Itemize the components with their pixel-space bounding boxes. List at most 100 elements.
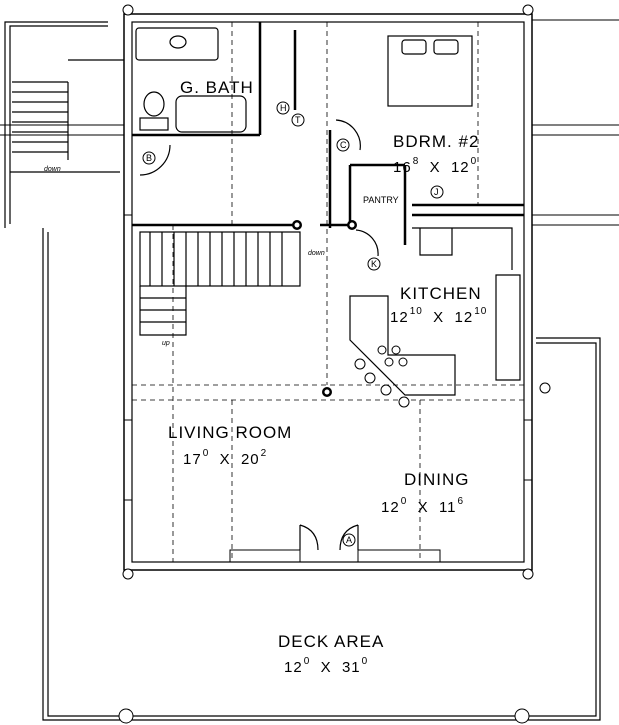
- dim-depth-in: 6: [457, 496, 465, 507]
- landing-outline: [4, 21, 108, 228]
- tag-j-circle: [430, 185, 444, 199]
- beam-lines: [132, 22, 524, 562]
- bed: [387, 35, 473, 107]
- log-post: [122, 4, 134, 16]
- deck-post: [539, 382, 551, 394]
- bath-door-swing: [139, 144, 171, 176]
- deck-outline-inner: [42, 228, 601, 721]
- sink-bowl: [169, 35, 187, 49]
- pantry-label: PANTRY: [363, 195, 399, 205]
- tag-a-circle: [342, 533, 356, 547]
- dim-depth-ft: 20: [240, 451, 260, 468]
- dim-width-ft: 12: [381, 499, 400, 516]
- pillow-left: [401, 39, 427, 55]
- stool: [380, 384, 392, 396]
- post-outer: [323, 388, 331, 396]
- dim-width-ft: 12: [390, 309, 409, 326]
- log-ends-left: [0, 124, 132, 216]
- kitchen-counter: [412, 227, 513, 270]
- tag-c-circle: [336, 138, 350, 152]
- dim-width-ft: 17: [183, 451, 202, 468]
- log-post: [122, 568, 134, 580]
- pantry-door-swing: [355, 229, 379, 257]
- dim-sep: X: [433, 309, 445, 326]
- dim-width-in: 8: [412, 156, 420, 167]
- bathtub: [175, 95, 247, 133]
- dim-depth-in: 2: [260, 448, 268, 459]
- dim-depth-ft: 12: [454, 309, 474, 326]
- tag-j: J: [434, 187, 439, 197]
- dim-sep: X: [417, 499, 429, 516]
- stair-treads: [149, 232, 283, 286]
- stove-burner: [384, 357, 394, 367]
- deck-post: [118, 708, 134, 724]
- post-outer: [293, 221, 301, 229]
- log-ends: [532, 19, 619, 226]
- pillow-right: [433, 39, 459, 55]
- dim-depth-in: 0: [361, 656, 369, 667]
- exterior-wall-inner: [131, 21, 525, 563]
- kitchen-island: [349, 295, 456, 396]
- tag-a: A: [346, 535, 353, 545]
- dim-width-ft: 12: [284, 659, 303, 676]
- kitchen-label: KITCHEN: [400, 284, 482, 303]
- dim-sep: X: [219, 451, 231, 468]
- tag-c: C: [340, 140, 347, 150]
- tag-t-circle: [291, 113, 305, 127]
- deck-post: [514, 708, 530, 724]
- vanity: [135, 27, 219, 61]
- stove-burner: [377, 345, 387, 355]
- dim-width-in: 0: [303, 656, 311, 667]
- exterior-wall: [123, 13, 533, 571]
- tag-b-circle: [142, 151, 156, 165]
- windows: [124, 419, 533, 563]
- dim-depth-ft: 11: [438, 499, 457, 516]
- bath-wall: [132, 22, 297, 137]
- deck-area-dimensions: 120 X 310: [284, 656, 368, 676]
- dining-dimensions: 120 X 116: [381, 496, 464, 516]
- stool: [364, 372, 376, 384]
- stool: [354, 358, 366, 370]
- stair-note-up: up: [162, 340, 170, 347]
- deck-area-label: DECK AREA: [278, 632, 385, 651]
- dim-sep: X: [429, 159, 441, 176]
- stair-note-down-left: down: [44, 166, 61, 173]
- dim-width-in: 10: [409, 306, 423, 317]
- g-bath-label: G. BATH: [180, 78, 254, 97]
- toilet-tank: [139, 117, 169, 131]
- entry-door: [299, 524, 359, 551]
- stair-note-down-center: down: [308, 250, 325, 257]
- dim-sep: X: [320, 659, 332, 676]
- closet-door-swing: [335, 119, 361, 151]
- tag-b: B: [146, 153, 153, 163]
- tag-h: H: [280, 103, 287, 113]
- deck-outline: [47, 232, 597, 717]
- kitchen-side-counter: [495, 274, 521, 381]
- tag-t: T: [295, 115, 301, 125]
- post-outer: [348, 221, 356, 229]
- stove-burner: [398, 357, 408, 367]
- dim-width-in: 0: [400, 496, 408, 507]
- dim-width-in: 0: [202, 448, 210, 459]
- living-room-label: LIVING ROOM: [168, 423, 293, 442]
- living-room-dimensions: 170 X 202: [183, 448, 267, 468]
- dining-label: DINING: [404, 470, 470, 489]
- ext-stair-treads: [12, 59, 124, 160]
- stair-block: [139, 231, 301, 287]
- dim-width-ft: 16: [393, 159, 412, 176]
- tag-h-circle: [276, 101, 290, 115]
- bdrm-wall: [328, 130, 407, 245]
- mid-wall: [132, 203, 524, 227]
- dim-depth-in: 10: [474, 306, 488, 317]
- dim-depth-in: 0: [470, 156, 478, 167]
- tag-k-circle: [367, 257, 381, 271]
- bdrm2-dimensions: 168 X 120: [393, 156, 477, 176]
- toilet-bowl: [143, 91, 165, 117]
- dim-depth-ft: 31: [341, 659, 361, 676]
- log-post: [522, 4, 534, 16]
- kitchen-dimensions: 1210 X 1210: [390, 306, 487, 326]
- bdrm2-label: BDRM. #2: [393, 132, 480, 151]
- tag-k: K: [371, 259, 378, 269]
- stove-burner: [391, 345, 401, 355]
